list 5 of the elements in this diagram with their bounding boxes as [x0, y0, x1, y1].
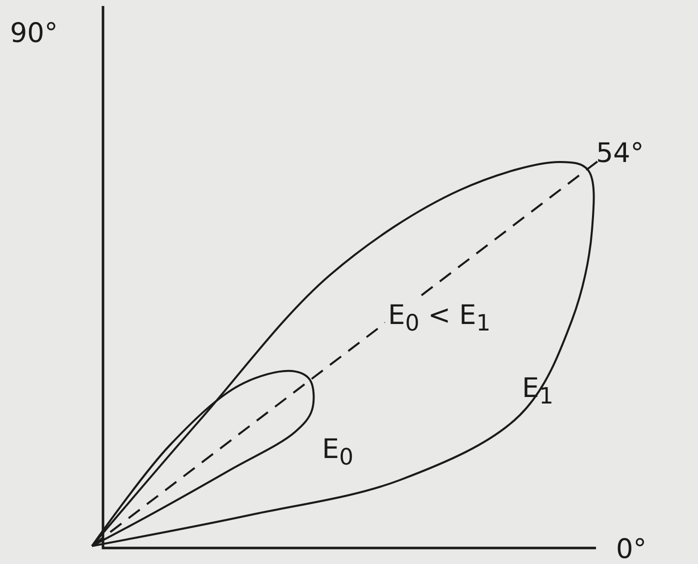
axis-label: E$_{1}$	[522, 375, 554, 408]
axis-label: 0°	[616, 536, 647, 563]
axis-label: E$_{0}$	[322, 436, 354, 469]
axis-label: 54°	[596, 140, 644, 167]
axis-label: 90°	[10, 20, 58, 47]
